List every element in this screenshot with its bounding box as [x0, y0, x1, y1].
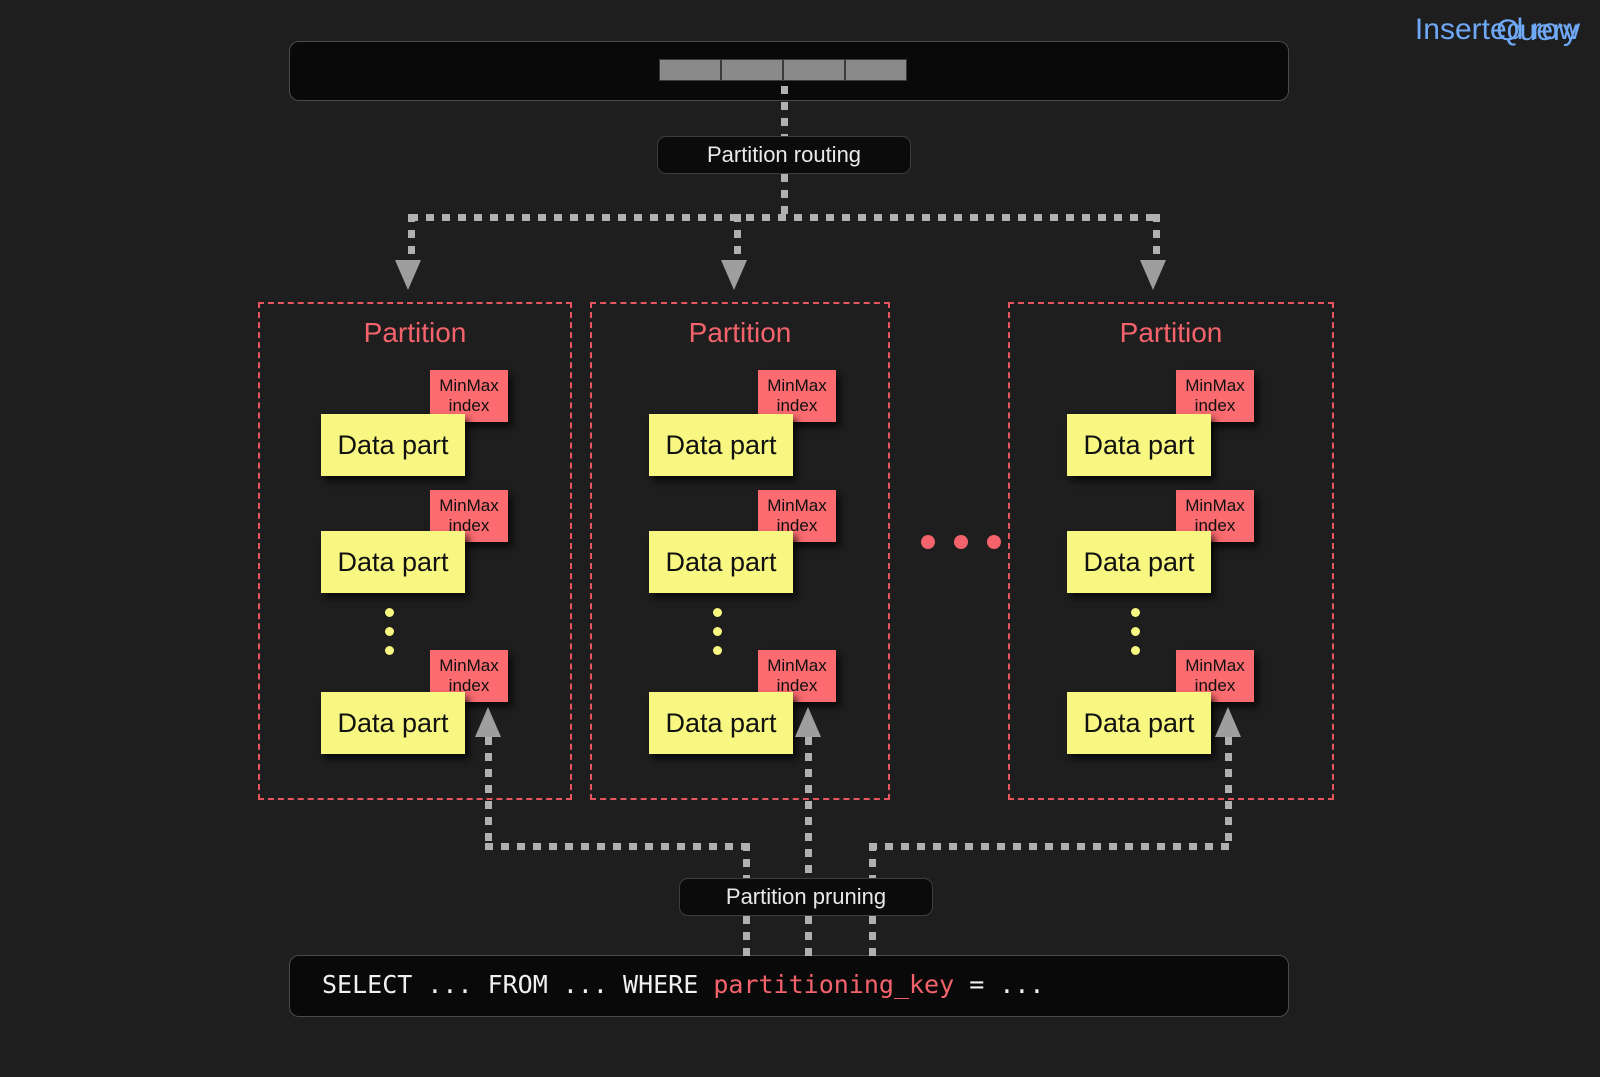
- arrow-down-partition-1: [395, 260, 421, 290]
- arrow-down-partition-3: [1140, 260, 1166, 290]
- connector-partition-1-down: [485, 737, 492, 847]
- partition-routing-step: Partition routing: [657, 136, 911, 174]
- sql-prefix: SELECT ... FROM ... WHERE: [322, 970, 714, 999]
- connector-pruning-to-query-2: [805, 916, 812, 956]
- query-panel: [289, 955, 1289, 1017]
- partition-title: Partition: [1119, 317, 1223, 348]
- inserted-row-cells: [659, 59, 907, 81]
- sql-suffix: = ...: [954, 970, 1045, 999]
- data-part-label: Data part: [1083, 546, 1195, 577]
- data-part-box: Data part: [649, 531, 793, 593]
- query-sql-text: SELECT ... FROM ... WHERE partitioning_k…: [322, 970, 1044, 1000]
- row-cell: [721, 59, 783, 81]
- data-part-label: Data part: [337, 429, 449, 460]
- connector-row-to-routing: [781, 86, 788, 138]
- data-part-box: Data part: [1067, 692, 1211, 754]
- partitions-horizontal-ellipsis: [921, 535, 1001, 549]
- parts-vertical-ellipsis: [1131, 608, 1140, 655]
- data-part-label: Data part: [665, 429, 777, 460]
- data-part-box: Data part: [649, 692, 793, 754]
- sql-partitioning-key: partitioning_key: [713, 970, 955, 999]
- connector-partition-2-to-pruning: [805, 737, 812, 923]
- connector-routing-to-bus: [781, 174, 788, 217]
- routing-bus: [410, 214, 1160, 221]
- partition-title: Partition: [688, 317, 792, 348]
- query-label: Query: [1496, 14, 1578, 47]
- connector-partition-1-to-pruning: [485, 843, 749, 850]
- arrow-up-partition-1: [475, 707, 501, 737]
- row-cell: [845, 59, 907, 81]
- parts-vertical-ellipsis: [713, 608, 722, 655]
- data-part-box: Data part: [321, 414, 465, 476]
- row-cell: [783, 59, 845, 81]
- row-cell: [659, 59, 721, 81]
- data-part-box: Data part: [321, 531, 465, 593]
- data-part-label: Data part: [1083, 429, 1195, 460]
- data-part-label: Data part: [337, 546, 449, 577]
- data-part-box: Data part: [321, 692, 465, 754]
- data-part-label: Data part: [337, 707, 449, 738]
- data-part-label: Data part: [1083, 707, 1195, 738]
- partition-pruning-step: Partition pruning: [679, 878, 933, 916]
- data-part-box: Data part: [1067, 531, 1211, 593]
- arrow-up-partition-3: [1215, 707, 1241, 737]
- data-part-box: Data part: [1067, 414, 1211, 476]
- data-part-label: Data part: [665, 707, 777, 738]
- inserted-row-label: Inserted row: [1414, 13, 1580, 46]
- connector-bus-to-partition-3: [1153, 214, 1160, 264]
- data-part-label: Data part: [665, 546, 777, 577]
- parts-vertical-ellipsis: [385, 608, 394, 655]
- arrow-up-partition-2: [795, 707, 821, 737]
- connector-pruning-to-query-3: [869, 916, 876, 956]
- connector-pruning-to-query-1: [743, 916, 750, 956]
- connector-bus-to-partition-1: [408, 214, 415, 264]
- connector-bus-to-partition-2: [734, 214, 741, 264]
- data-part-box: Data part: [649, 414, 793, 476]
- partition-title: Partition: [363, 317, 467, 348]
- connector-partition-3-down: [1225, 737, 1232, 847]
- arrow-down-partition-2: [721, 260, 747, 290]
- connector-partition-3-to-pruning: [869, 843, 1232, 850]
